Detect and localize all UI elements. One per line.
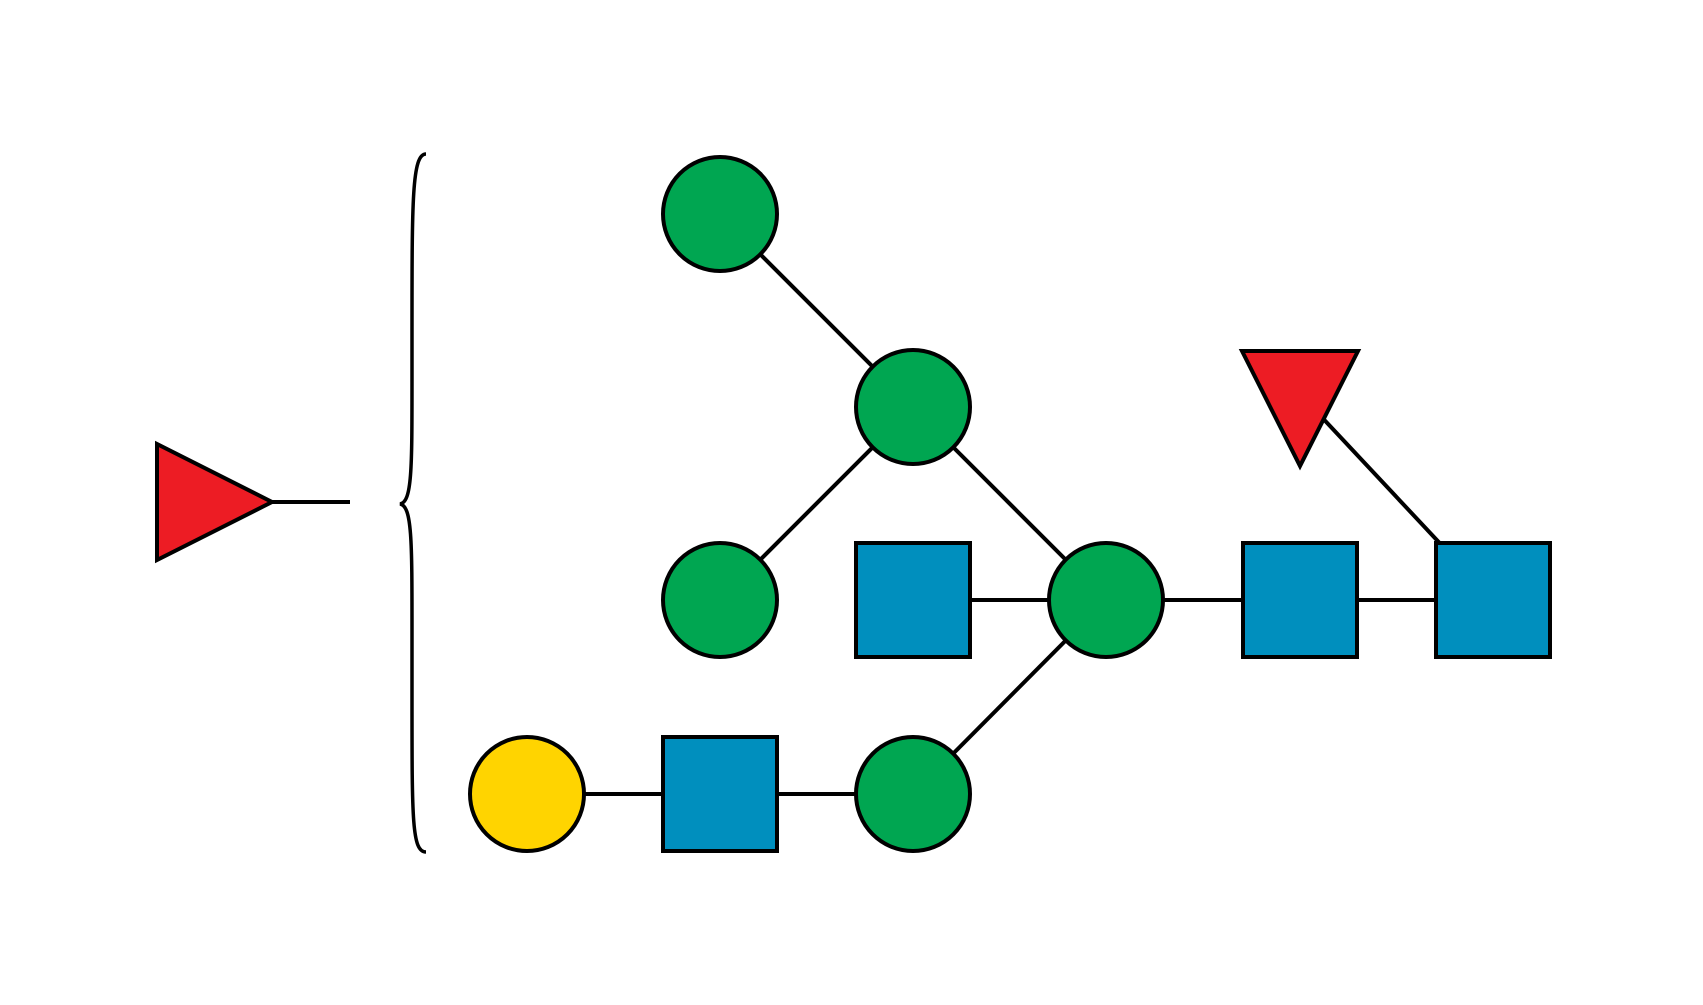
glcnac-square-symbol-glcnac-bisecting	[854, 541, 972, 659]
galactose-circle-symbol-gal-lower-arm	[468, 735, 586, 853]
glcnac-square-symbol-glcnac-lower-arm	[661, 735, 779, 853]
mannose-circle-symbol-man-branch	[854, 348, 972, 466]
glcnac-square-symbol-glcnac-core-reducing	[1434, 541, 1552, 659]
antenna-bracket-group	[272, 152, 427, 854]
fucose-triangle-down-symbol-fuc-core	[1238, 349, 1362, 471]
mannose-circle-symbol-man-top	[661, 155, 779, 273]
glcnac-square-symbol-glcnac-core-inner	[1241, 541, 1359, 659]
mannose-circle-symbol-man-middle-left	[661, 541, 779, 659]
mannose-circle-symbol-man-core	[1047, 541, 1165, 659]
monosaccharide-symbols	[155, 155, 1552, 853]
left-brace-bracket	[399, 152, 427, 854]
fucose-triangle-right-symbol-fuc-antenna	[155, 440, 277, 564]
linkage-lines	[527, 212, 1495, 796]
mannose-circle-symbol-man-lower-arm	[854, 735, 972, 853]
